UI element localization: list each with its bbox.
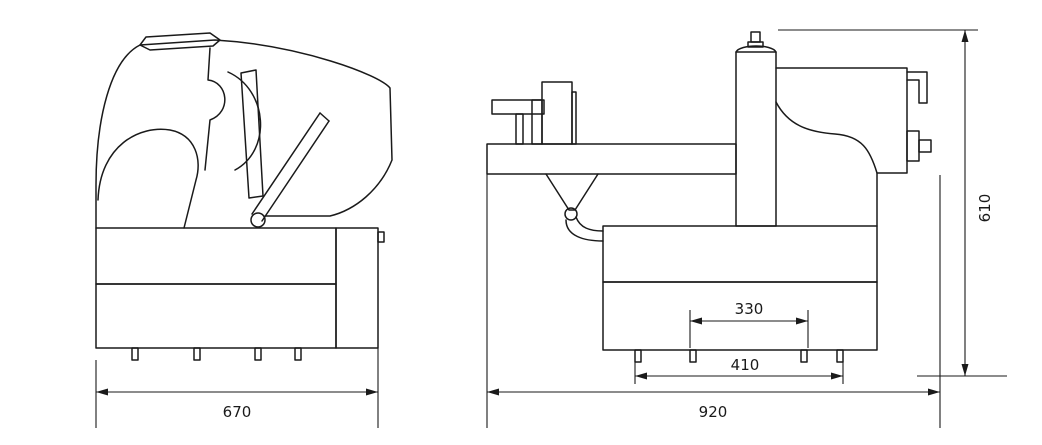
left-width-label: 670 [223, 403, 252, 421]
tower [735, 51, 777, 227]
side-housing [335, 227, 379, 349]
top-bed [486, 143, 737, 175]
body-lower-block [602, 281, 878, 351]
right-width-label: 920 [699, 403, 728, 421]
dimension-left-width: 670 [95, 348, 379, 428]
pusher-block [541, 81, 573, 145]
height-label: 610 [976, 194, 994, 223]
base-upper-block [95, 227, 337, 285]
motor-housing [775, 67, 908, 174]
base-lower-block [95, 283, 337, 349]
arm-pivot [250, 212, 266, 228]
motor-button-cap [918, 139, 932, 153]
feet-outer-label: 410 [731, 356, 760, 374]
blade-guard [95, 39, 393, 229]
bracket-arm [565, 216, 604, 242]
tower-dome [735, 45, 777, 53]
side-knob [377, 231, 385, 243]
carriage-hump [97, 128, 199, 229]
tower-knob-neck [747, 41, 764, 48]
bracket-pivot [564, 207, 578, 221]
left-feet [131, 347, 302, 361]
slicer-front-view [486, 31, 932, 363]
blade-profile [204, 47, 226, 171]
pusher-handle [491, 99, 545, 115]
dimension-feet-inner: 330 [689, 300, 809, 348]
tower-knob [750, 31, 761, 43]
right-feet [634, 349, 844, 363]
carriage-arm-b [261, 120, 330, 222]
motor-hook [906, 71, 928, 104]
pusher-post-b [531, 99, 543, 145]
dimension-right-width: 920 [486, 174, 941, 428]
v-bracket [545, 173, 599, 211]
dimension-height: 610 [778, 29, 1007, 377]
top-handle [139, 32, 221, 51]
dimension-feet-outer: 410 [634, 356, 844, 384]
slicer-side-view [95, 32, 393, 361]
pusher-post-a [515, 113, 524, 145]
carriage-arm-a [251, 112, 321, 215]
motor-button [906, 130, 920, 162]
body-upper-block [602, 225, 878, 283]
pusher-strip [571, 91, 577, 145]
pusher-plate [240, 69, 264, 199]
feet-inner-label: 330 [735, 300, 764, 318]
